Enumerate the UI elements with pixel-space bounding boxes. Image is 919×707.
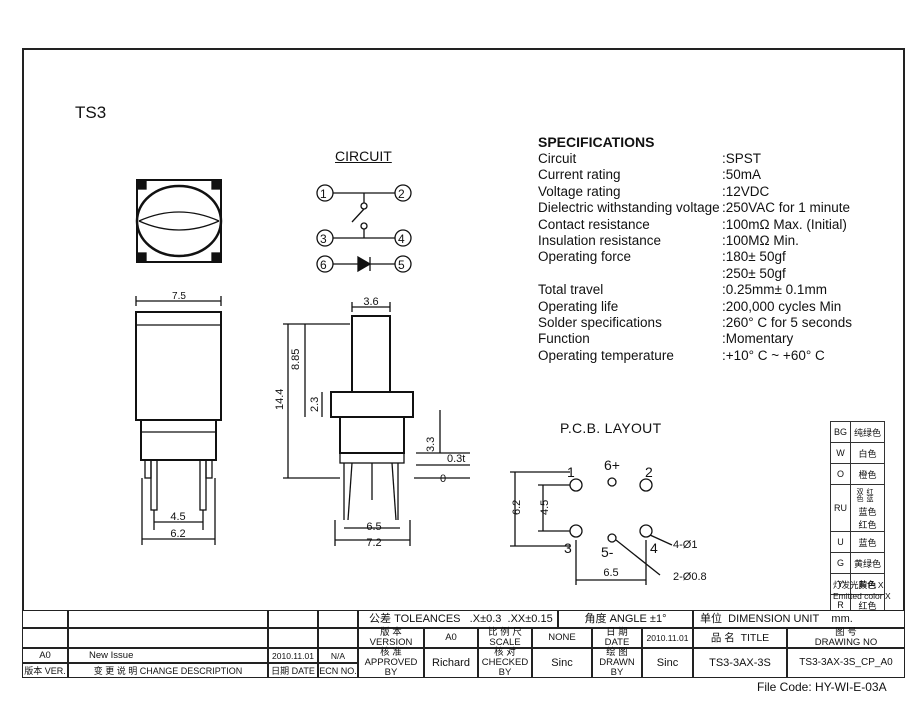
color-code: G xyxy=(829,552,852,574)
color-code: RU xyxy=(829,484,852,532)
spec-row: Operating life :200,000 cycles Min xyxy=(538,299,841,314)
spec-row: :250± 50gf xyxy=(538,266,786,281)
color-code: W xyxy=(829,442,852,464)
color-name: 蓝色 xyxy=(850,531,886,553)
title-block: 公差 TOLEANCES .X±0.3 .XX±0.15 角度 ANGLE ±1… xyxy=(22,610,905,678)
svg-text:3.6: 3.6 xyxy=(363,296,378,308)
spec-row: Current rating :50mA xyxy=(538,167,761,182)
spec-label: Operating life xyxy=(538,298,619,314)
color-code: O xyxy=(829,463,852,485)
circuit-diagram xyxy=(316,184,412,273)
color-name: 白色 xyxy=(850,442,886,464)
spec-value: :+10° C ~ +60° C xyxy=(722,347,825,363)
svg-text:1: 1 xyxy=(567,464,575,480)
spec-label: Dielectric withstanding voltage xyxy=(538,200,720,216)
svg-text:2: 2 xyxy=(398,187,405,201)
spec-label: Contact resistance xyxy=(538,216,650,232)
pcb-layout xyxy=(510,471,673,585)
front-view xyxy=(135,296,222,545)
svg-text:4-Ø1: 4-Ø1 xyxy=(673,539,697,551)
spec-label: Solder specifications xyxy=(538,315,662,330)
spec-row: Function :Momentary xyxy=(538,331,793,346)
svg-text:4.5: 4.5 xyxy=(170,511,185,523)
svg-text:4.5: 4.5 xyxy=(539,500,551,515)
svg-text:1: 1 xyxy=(320,187,327,201)
spec-row: Solder specifications :260° C for 5 secon… xyxy=(538,315,852,330)
svg-text:3: 3 xyxy=(564,540,572,556)
svg-text:6.2: 6.2 xyxy=(511,500,523,515)
pcb-title: P.C.B. LAYOUT xyxy=(560,420,662,436)
spec-value: :100mΩ Max. (Initial) xyxy=(722,216,847,232)
svg-text:8.85: 8.85 xyxy=(290,349,302,370)
spec-label: Total travel xyxy=(538,282,604,298)
svg-text:6.5: 6.5 xyxy=(366,521,381,533)
spec-value: :100MΩ Min. xyxy=(722,233,799,248)
svg-text:0.3t: 0.3t xyxy=(447,453,465,465)
top-view xyxy=(135,179,223,263)
svg-text:5: 5 xyxy=(398,258,405,272)
color-note: 灯发光颜色 X Emitted color X xyxy=(833,580,891,601)
spec-value: :0.25mm± 0.1mm xyxy=(722,282,827,298)
svg-text:3.3: 3.3 xyxy=(425,437,437,452)
svg-text:0: 0 xyxy=(440,473,446,485)
spec-row: Circuit :SPST xyxy=(538,151,761,166)
color-name: 纯绿色 xyxy=(850,421,886,443)
spec-value: :250VAC for 1 minute xyxy=(722,200,851,216)
svg-text:2.3: 2.3 xyxy=(309,397,321,412)
spec-row: Total travel :0.25mm± 0.1mm xyxy=(538,282,827,297)
svg-text:7.2: 7.2 xyxy=(366,537,381,549)
svg-text:5-: 5- xyxy=(601,544,614,560)
spec-value: :250± 50gf xyxy=(722,265,786,281)
side-view xyxy=(283,302,470,546)
color-name: 橙色 xyxy=(850,463,886,485)
svg-text:14.4: 14.4 xyxy=(274,389,286,410)
color-code: BG xyxy=(829,421,852,443)
spec-label: Voltage rating xyxy=(538,183,621,199)
spec-label: Insulation resistance xyxy=(538,233,662,248)
spec-row: Voltage rating :12VDC xyxy=(538,184,769,199)
svg-text:6.2: 6.2 xyxy=(170,528,185,540)
svg-text:4: 4 xyxy=(398,232,405,246)
spec-row: Dielectric withstanding voltage:250VAC f… xyxy=(538,200,850,215)
spec-label: Operating temperature xyxy=(538,347,674,363)
svg-text:6+: 6+ xyxy=(604,457,620,473)
dim-front-width: 7.5 xyxy=(172,291,186,302)
spec-row: Insulation resistance :100MΩ Min. xyxy=(538,233,799,248)
color-name: 红蓝双色蓝色红色 xyxy=(850,484,886,532)
spec-value: :200,000 cycles Min xyxy=(722,298,842,314)
spec-value: :180± 50gf xyxy=(722,249,786,265)
spec-value: :12VDC xyxy=(722,183,770,199)
spec-row: Operating force :180± 50gf xyxy=(538,249,786,264)
circuit-title: CIRCUIT xyxy=(335,148,392,164)
spec-heading: SPECIFICATIONS xyxy=(538,134,655,150)
svg-text:2-Ø0.8: 2-Ø0.8 xyxy=(673,571,707,583)
spec-row: Contact resistance :100mΩ Max. (Initial) xyxy=(538,217,847,232)
spec-label: Current rating xyxy=(538,167,621,183)
color-code: U xyxy=(829,531,852,553)
spec-value: :50mA xyxy=(722,167,762,183)
spec-row: Operating temperature :+10° C ~ +60° C xyxy=(538,348,825,363)
spec-value: :260° C for 5 seconds xyxy=(722,315,852,330)
spec-label: Function xyxy=(538,331,590,347)
svg-text:4: 4 xyxy=(650,540,658,556)
spec-label: Circuit xyxy=(538,151,577,166)
svg-text:6.5: 6.5 xyxy=(603,567,618,579)
model-title: TS3 xyxy=(75,103,107,122)
color-name: 黄绿色 xyxy=(850,552,886,574)
file-code: File Code: HY-WI-E-03A xyxy=(757,680,887,694)
spec-value: :SPST xyxy=(722,151,762,166)
spec-value: :Momentary xyxy=(722,331,794,347)
spec-label: Operating force xyxy=(538,249,632,265)
svg-text:6: 6 xyxy=(320,258,327,272)
svg-text:3: 3 xyxy=(320,232,327,246)
svg-text:2: 2 xyxy=(645,464,653,480)
